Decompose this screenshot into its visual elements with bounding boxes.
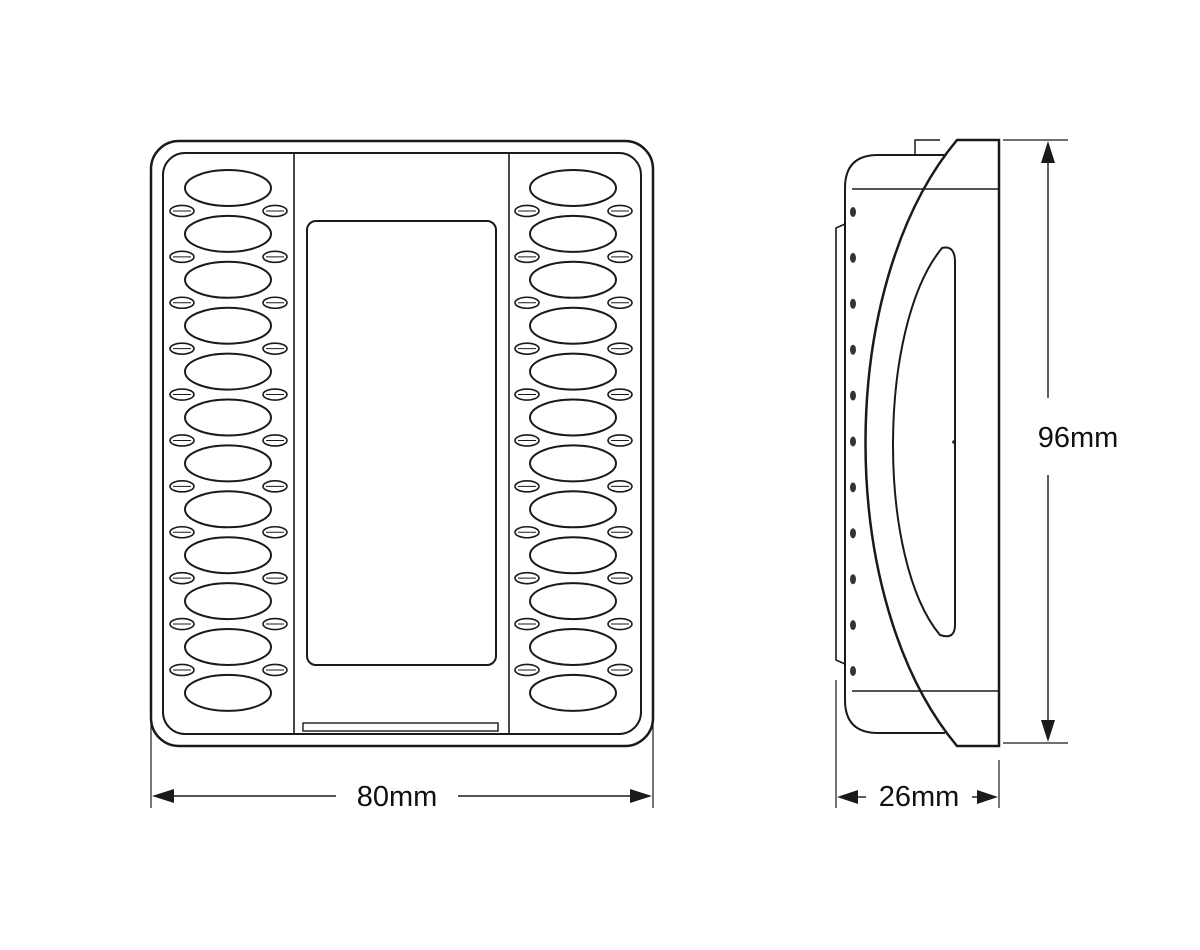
key-button-right-3 (529, 260, 617, 299)
front-inner-bezel (162, 152, 642, 735)
key-button-right-11 (529, 628, 617, 666)
width-arrow-right (630, 789, 652, 803)
key-button-left-11 (184, 628, 272, 666)
side-button-edge-8 (850, 528, 856, 539)
bottom-slot (302, 722, 499, 732)
wall-bracket (835, 223, 846, 665)
depth-arrow-right (977, 790, 998, 804)
key-button-left-8 (184, 490, 272, 529)
side-button-edge-10 (850, 620, 856, 631)
side-button-edge-6 (850, 436, 856, 447)
key-button-right-12 (529, 673, 617, 712)
key-button-left-12 (184, 673, 272, 712)
key-button-right-7 (529, 444, 617, 483)
width-dimension: 80mm (150, 720, 654, 813)
key-button-left-7 (184, 444, 272, 483)
height-arrow-top (1041, 141, 1055, 163)
width-label: 80mm (357, 781, 438, 813)
side-button-edges (850, 207, 856, 676)
key-button-right-5 (529, 352, 617, 391)
key-button-left-1 (184, 169, 272, 207)
key-button-right-1 (529, 169, 617, 207)
side-button-edge-5 (850, 390, 856, 401)
key-button-left-3 (184, 260, 272, 299)
front-curved-cover (864, 138, 1001, 748)
key-button-left-4 (184, 306, 272, 345)
key-button-right-9 (529, 536, 617, 575)
key-button-right-2 (529, 214, 617, 253)
side-button-edge-7 (850, 482, 856, 493)
key-button-left-5 (184, 352, 272, 391)
side-button-edge-2 (850, 252, 856, 263)
side-button-edge-4 (850, 344, 856, 355)
key-button-right-10 (529, 582, 617, 621)
side-grip-recess (892, 246, 956, 638)
height-dimension: 96mm (1003, 139, 1119, 744)
button-column-right (514, 169, 633, 712)
height-label: 96mm (1038, 422, 1119, 454)
key-button-right-8 (529, 490, 617, 529)
side-back-body (844, 154, 945, 734)
depth-dimension: 26mm (837, 760, 1000, 813)
depth-label: 26mm (879, 781, 960, 813)
key-button-right-6 (529, 398, 617, 437)
side-view (835, 138, 1001, 808)
side-button-edge-3 (850, 298, 856, 309)
key-button-right-4 (529, 306, 617, 345)
front-view (149, 139, 655, 748)
key-button-left-10 (184, 582, 272, 621)
front-outer-body (149, 139, 655, 748)
key-button-left-2 (184, 214, 272, 253)
button-column-left (169, 169, 288, 712)
top-tab (914, 139, 940, 155)
width-arrow-left (152, 789, 174, 803)
side-button-edge-9 (850, 574, 856, 585)
side-button-edge-11 (850, 666, 856, 676)
side-pivot-dot (952, 440, 956, 444)
side-button-edge-1 (850, 207, 856, 217)
height-arrow-bottom (1041, 720, 1055, 742)
display-screen (306, 220, 497, 666)
depth-arrow-left (837, 790, 858, 804)
key-button-left-6 (184, 398, 272, 437)
key-button-left-9 (184, 536, 272, 575)
